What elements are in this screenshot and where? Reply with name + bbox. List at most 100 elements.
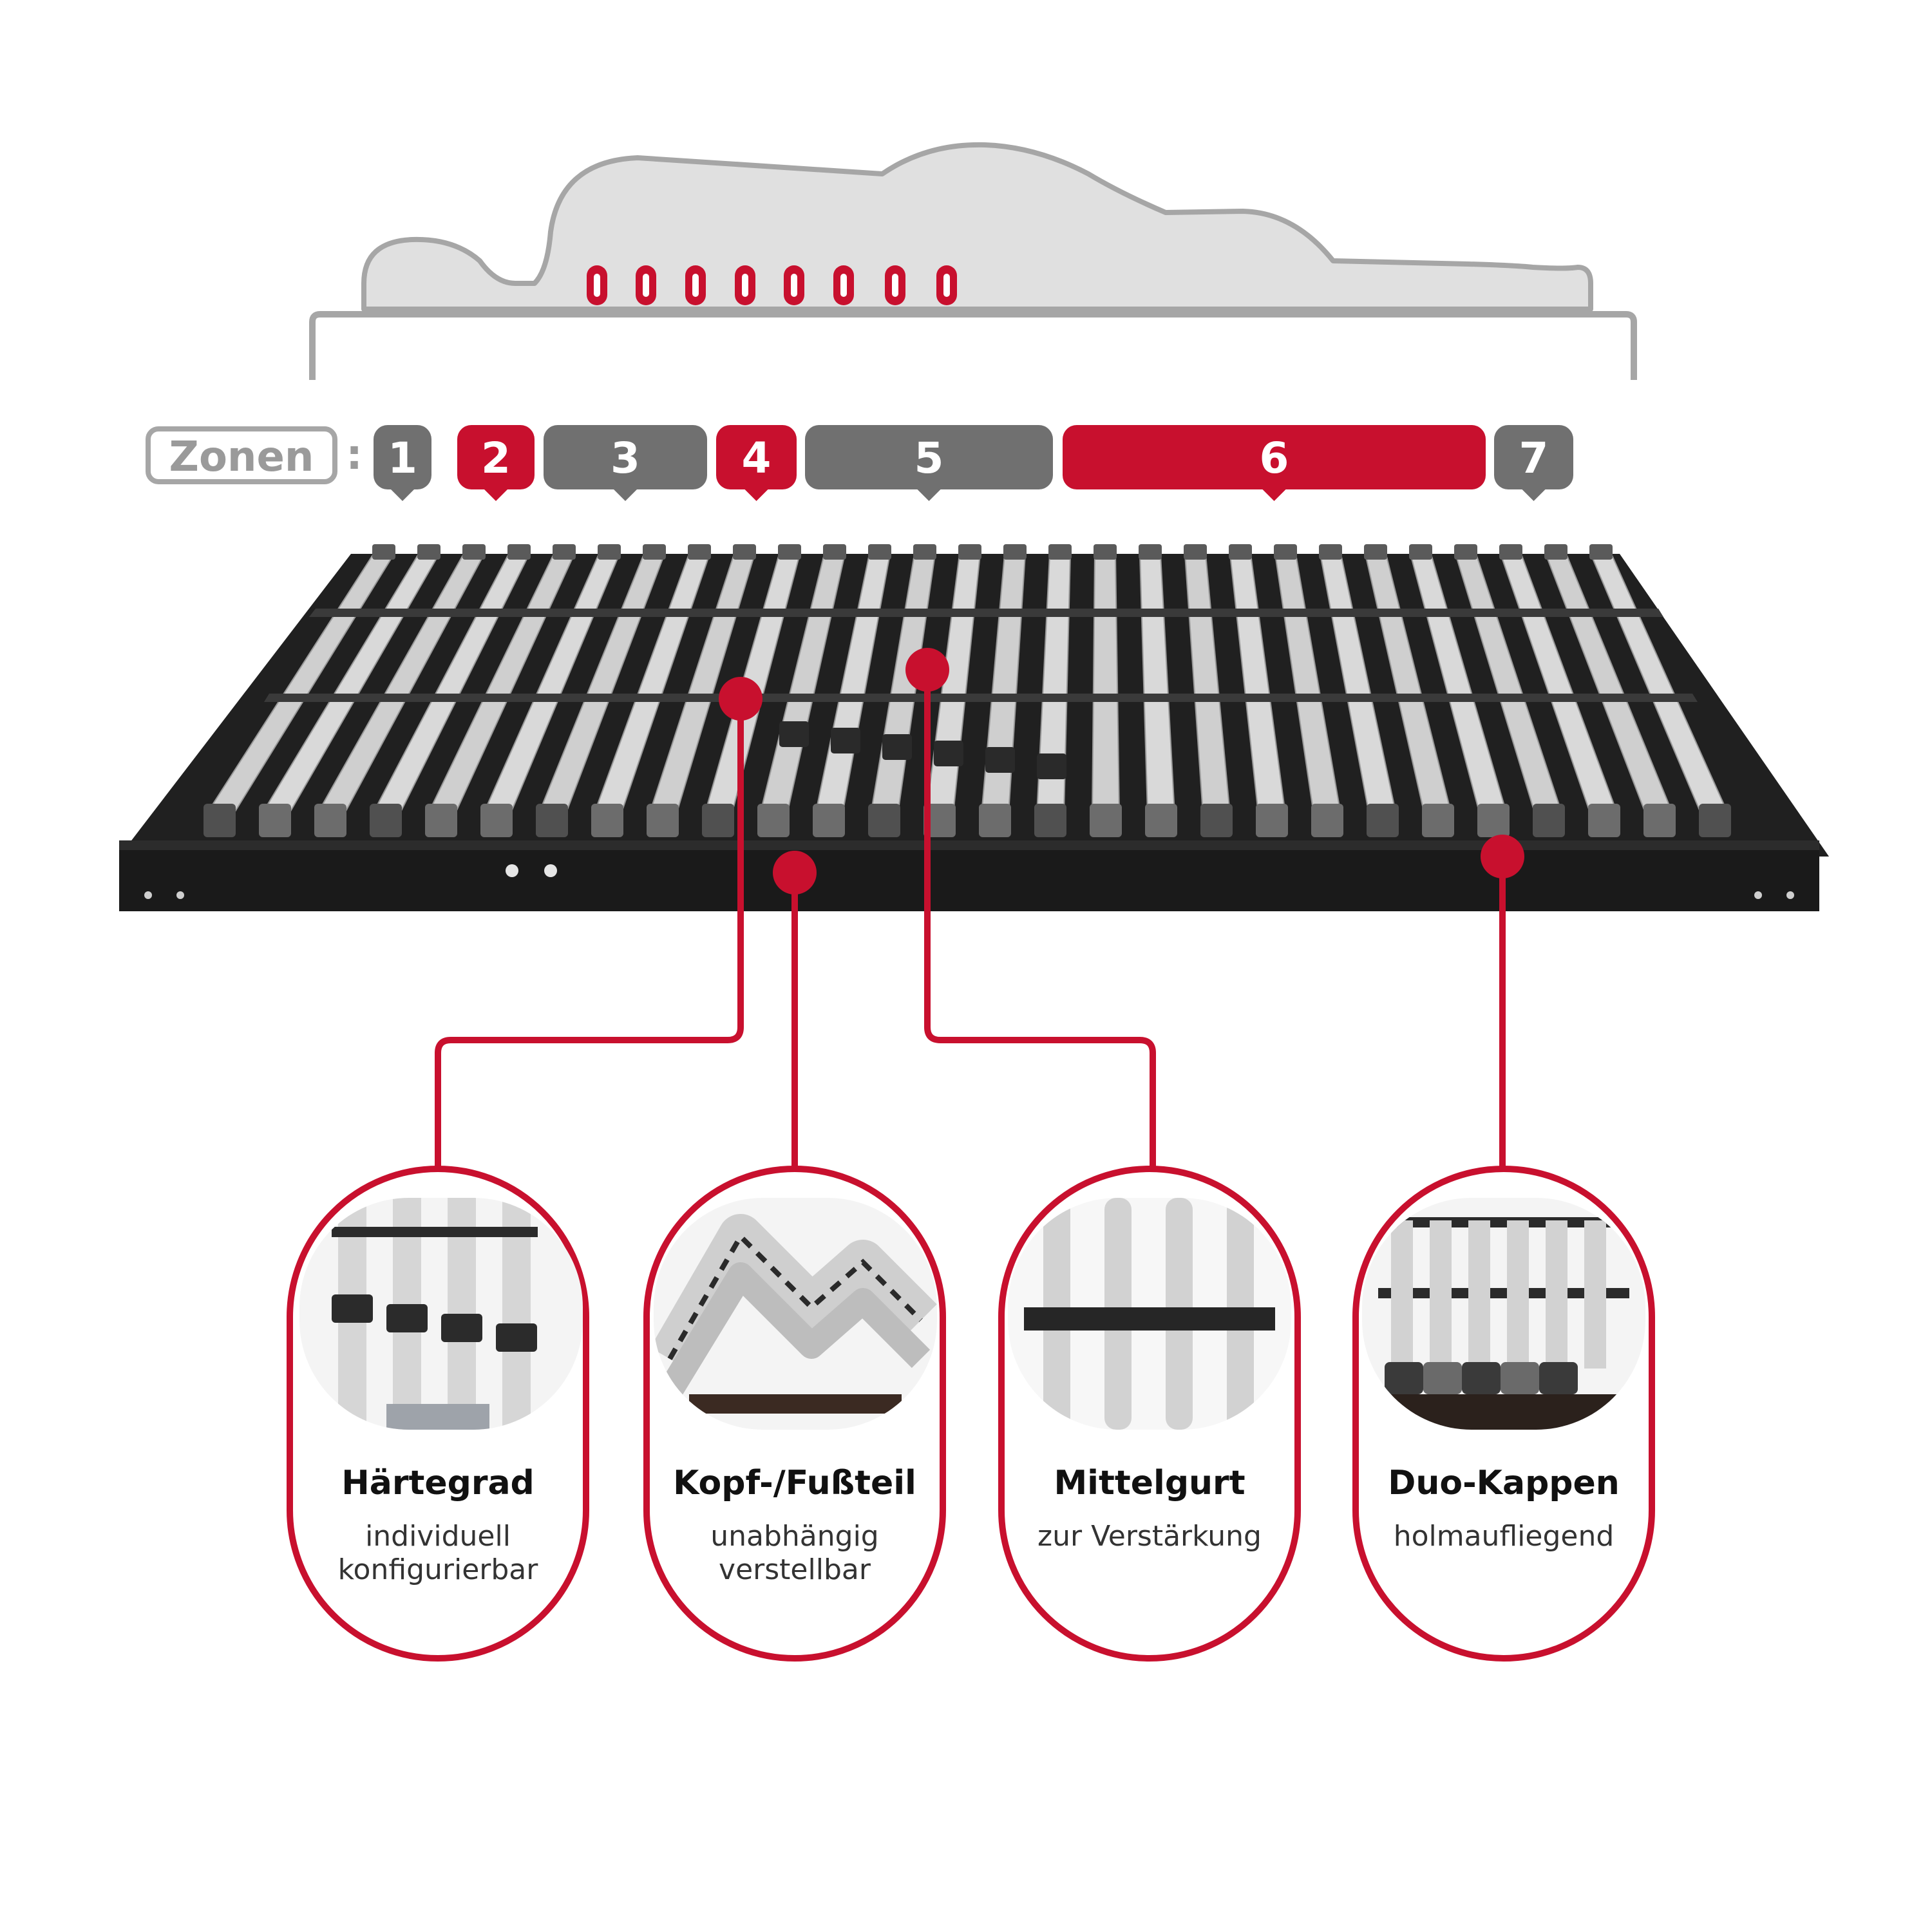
pressure-point-highlight [594, 274, 600, 297]
slat-head-cap [778, 544, 801, 560]
slat-head-cap [507, 544, 531, 560]
slat-head-cap [1139, 544, 1162, 560]
zone-number: 7 [1519, 433, 1549, 483]
zone-badge-1: 1 [374, 425, 431, 501]
slat-head-cap [1274, 544, 1297, 560]
slat-end-cap [204, 804, 236, 837]
mattress-illustration [309, 142, 1637, 380]
slat-head-cap [1184, 544, 1207, 560]
slat-head-cap [1364, 544, 1387, 560]
pressure-point-highlight [791, 274, 797, 297]
feature-subtitle: verstellbar [719, 1553, 871, 1586]
feature-card-haertegrad: Härtegrad individuell konfigurierbar [287, 1166, 589, 1662]
feature-title: Mittelgurt [1054, 1464, 1245, 1502]
hardness-slider [831, 728, 860, 753]
adjuster-knob [506, 864, 518, 877]
hardness-slider [779, 721, 809, 747]
feature-title: Härtegrad [341, 1464, 535, 1502]
middle-strap-illustration [1008, 1198, 1291, 1430]
slat-end-cap [314, 804, 346, 837]
slat-head-cap [1319, 544, 1342, 560]
slat-head-cap [913, 544, 936, 560]
slat-end-cap [979, 804, 1011, 837]
slatted-frame-photo [119, 544, 1829, 911]
connector-haertegrad [435, 699, 744, 1169]
slat-end-cap [1422, 804, 1454, 837]
pressure-point-highlight [742, 274, 748, 297]
zone-number: 4 [742, 433, 772, 483]
slat-end-cap [1145, 804, 1177, 837]
pressure-point-highlight [692, 274, 699, 297]
slat-head-cap [462, 544, 486, 560]
slat-head-cap [643, 544, 666, 560]
slat-head-cap [958, 544, 981, 560]
slat-head-cap [823, 544, 846, 560]
slat-end-cap [923, 804, 956, 837]
slat-end-cap [1533, 804, 1565, 837]
zonen-label-box [146, 426, 337, 484]
hardness-slider [882, 734, 912, 760]
slat-head-cap [1544, 544, 1567, 560]
slat [1091, 553, 1121, 815]
feature-subtitle: individuell [365, 1520, 511, 1553]
pin-duo-kappen [1481, 835, 1524, 878]
adjustable-frame-illustration [654, 1198, 937, 1430]
zone-number: 5 [914, 433, 944, 483]
slat-caps-closeup-illustration [299, 1198, 583, 1430]
pin-mittelgurt [905, 648, 949, 692]
slat-head-cap [868, 544, 891, 560]
hardness-adjusters [779, 721, 1066, 779]
rail-screw [144, 891, 152, 899]
slat-end-cap [370, 804, 402, 837]
slat-end-cap [1643, 804, 1676, 837]
pin-haertegrad [719, 677, 762, 721]
slat-head-cap [1409, 544, 1432, 560]
slat-head-cap [1454, 544, 1477, 560]
slat-end-cap [813, 804, 845, 837]
zone-badge-5: 5 [805, 425, 1053, 501]
slat-head-cap [553, 544, 576, 560]
feature-card-mittelgurt: Mittelgurt zur Verstärkung [998, 1166, 1301, 1662]
pressure-point-markers [587, 265, 957, 305]
slat-end-cap [1256, 804, 1288, 837]
slat-head-cap [417, 544, 440, 560]
zone-badge-4: 4 [716, 425, 797, 501]
slat-head-cap [733, 544, 756, 560]
zonen-separator: : [346, 431, 363, 479]
slat-end-cap [1699, 804, 1731, 837]
middle-strap-row-2 [264, 694, 1698, 702]
slat-end-cap [536, 804, 568, 837]
pressure-point-highlight [892, 274, 898, 297]
slat-head-cap [1003, 544, 1027, 560]
pin-kopf-fussteil [773, 851, 817, 895]
slat-head-cap [1499, 544, 1522, 560]
feature-title: Kopf-/Fußteil [673, 1464, 916, 1502]
feature-subtitle: unabhängig [710, 1520, 879, 1553]
callout-connectors [435, 670, 1506, 1169]
zone-number: 6 [1260, 433, 1289, 483]
feature-card-kopf-fussteil: Kopf-/Fußteil unabhängig verstellbar [643, 1166, 946, 1662]
rail-screw [176, 891, 184, 899]
zone-badge-3: 3 [544, 425, 707, 501]
zonen-label: Zonen [169, 433, 314, 481]
rail-screw [1754, 891, 1762, 899]
slat-end-cap [1090, 804, 1122, 837]
zone-number: 1 [388, 433, 417, 483]
hardness-slider [1037, 753, 1066, 779]
zone-number: 3 [611, 433, 640, 483]
slat-head-cap [1589, 544, 1613, 560]
slat-head-cap [372, 544, 395, 560]
pressure-point-highlight [643, 274, 649, 297]
slat-end-cap [1034, 804, 1066, 837]
callout-pins [719, 648, 1524, 895]
zone-badge-2: 2 [457, 425, 535, 501]
slat-end-cap [480, 804, 513, 837]
hardness-slider [985, 747, 1015, 773]
slat-end-cap [1311, 804, 1343, 837]
adjuster-knob [544, 864, 557, 877]
duo-caps-illustration [1362, 1198, 1645, 1430]
slat-head-cap [1094, 544, 1117, 560]
feature-subtitle: zur Verstärkung [1037, 1520, 1262, 1553]
